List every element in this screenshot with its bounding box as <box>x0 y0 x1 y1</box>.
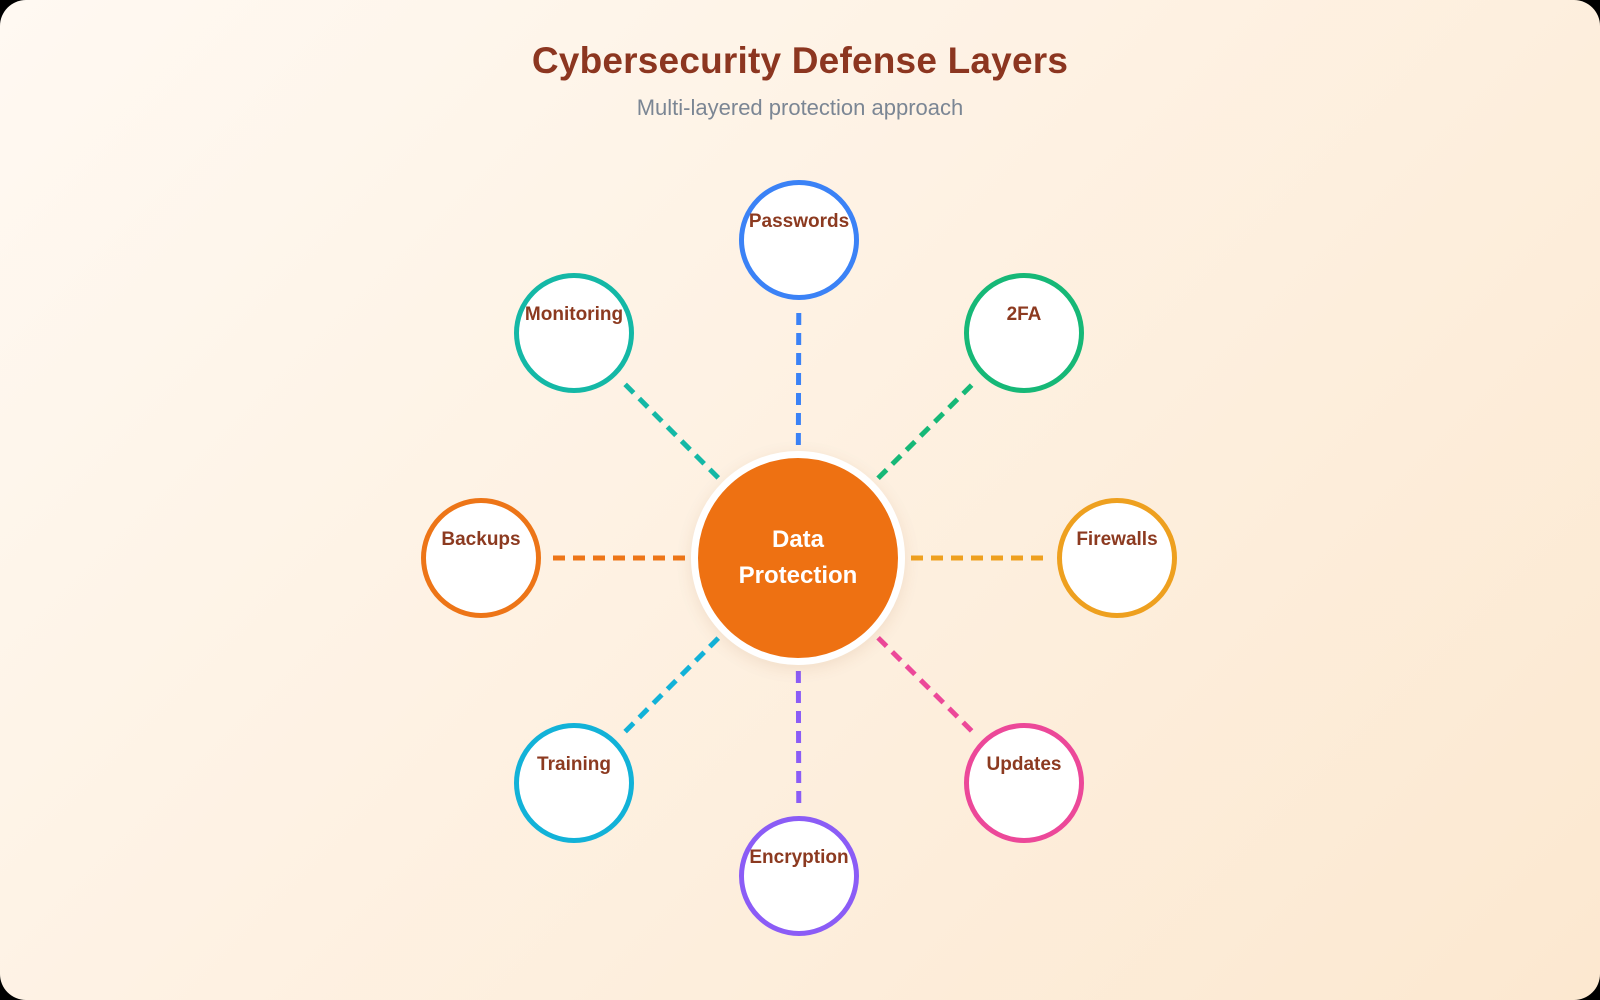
connector-training <box>618 636 721 738</box>
node-encryption: Encryption <box>739 816 859 936</box>
node-updates: Updates <box>964 723 1084 843</box>
connector-monitoring <box>618 378 721 480</box>
node-passwords: Passwords <box>739 180 859 300</box>
center-node-label-line1: Data <box>771 526 825 553</box>
node-training-label: Training <box>537 754 611 775</box>
node-backups: Backups <box>421 498 541 618</box>
node-2fa: 2FA <box>964 273 1084 393</box>
node-updates-label: Updates <box>986 754 1062 775</box>
node-firewalls-label: Firewalls <box>1076 529 1158 550</box>
center-node-label-line2: Protection <box>738 562 858 589</box>
node-monitoring-label: Monitoring <box>524 304 624 325</box>
node-monitoring: Monitoring <box>514 273 634 393</box>
node-backups-label: Backups <box>441 529 521 550</box>
node-encryption-label: Encryption <box>749 847 849 868</box>
node-2fa-label: 2FA <box>1006 304 1042 325</box>
diagram-header: Cybersecurity Defense Layers Multi-layer… <box>0 40 1600 121</box>
node-passwords-label: Passwords <box>748 211 850 232</box>
node-training: Training <box>514 723 634 843</box>
connector-2fa <box>876 377 979 481</box>
connector-updates <box>876 635 979 739</box>
page-title: Cybersecurity Defense Layers <box>531 40 1069 81</box>
node-firewalls: Firewalls <box>1057 498 1177 618</box>
center-node-data-protection: Data Protection <box>691 451 905 665</box>
page-subtitle: Multi-layered protection approach <box>636 95 964 120</box>
